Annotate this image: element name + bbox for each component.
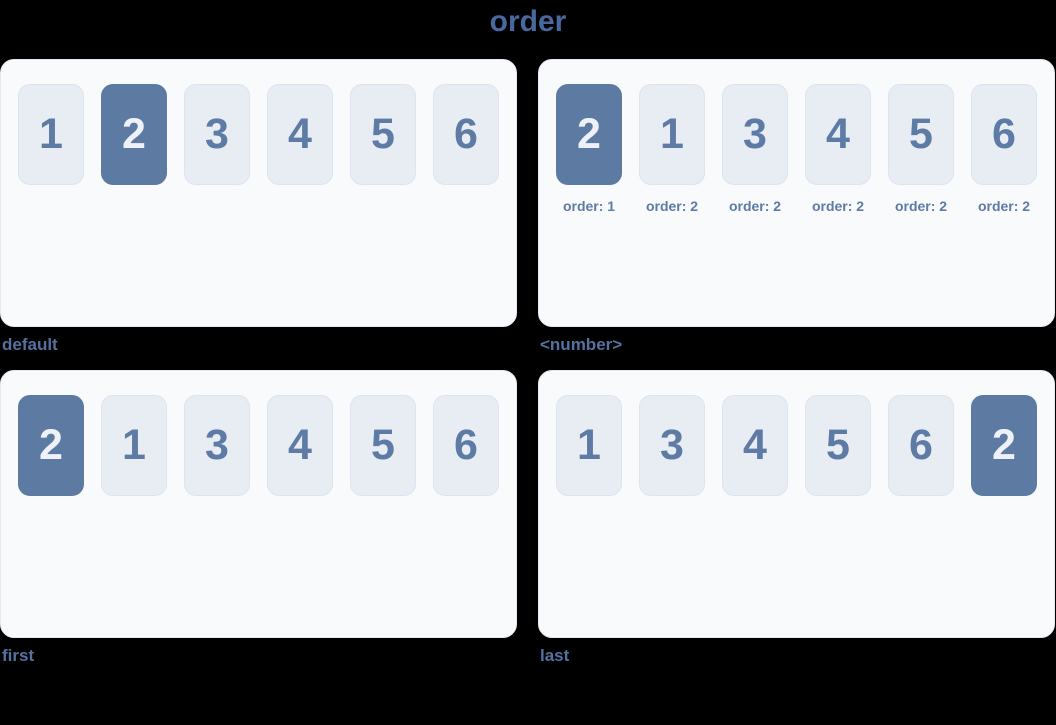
flex-item: 1	[639, 84, 705, 185]
order-value-label: order: 2	[728, 198, 782, 214]
example-label-first: first	[2, 646, 35, 665]
flex-container-last: 1 3 4 5 6 2	[538, 370, 1055, 638]
flex-item: 6	[888, 395, 954, 496]
flex-item-highlighted: 2	[971, 395, 1037, 496]
flex-item: 5	[805, 395, 871, 496]
examples-grid: 1 2 3 4 5 6 default 2 order: 1 1 order: …	[0, 59, 1056, 666]
order-value-label: order: 1	[562, 198, 616, 214]
flex-item-highlighted: 2	[556, 84, 622, 185]
flex-item: 5	[888, 84, 954, 185]
flex-item: 6	[433, 395, 499, 496]
flex-item-group: 6 order: 2	[971, 84, 1037, 214]
page-title: order	[489, 5, 567, 38]
example-default: 1 2 3 4 5 6 default	[0, 59, 517, 355]
flex-item: 6	[433, 84, 499, 185]
order-value-label: order: 2	[645, 198, 699, 214]
flex-item: 5	[350, 84, 416, 185]
example-last: 1 3 4 5 6 2 last	[538, 370, 1055, 666]
flex-container-default: 1 2 3 4 5 6	[0, 59, 517, 327]
flex-item: 3	[722, 84, 788, 185]
example-label-number: <number>	[540, 335, 623, 354]
flex-item: 3	[184, 84, 250, 185]
flex-container-number: 2 order: 1 1 order: 2 3 order: 2 4 order…	[538, 59, 1055, 327]
flex-item: 3	[184, 395, 250, 496]
flex-item-group: 3 order: 2	[722, 84, 788, 214]
flex-item-group: 1 order: 2	[639, 84, 705, 214]
order-value-label: order: 2	[811, 198, 865, 214]
flex-item: 5	[350, 395, 416, 496]
flex-item: 4	[805, 84, 871, 185]
flex-item: 1	[101, 395, 167, 496]
flex-item-group: 4 order: 2	[805, 84, 871, 214]
flex-item: 1	[556, 395, 622, 496]
flex-item-highlighted: 2	[18, 395, 84, 496]
example-number: 2 order: 1 1 order: 2 3 order: 2 4 order…	[538, 59, 1055, 355]
example-label-default: default	[2, 335, 58, 354]
flex-item: 4	[267, 84, 333, 185]
order-value-label: order: 2	[977, 198, 1031, 214]
flex-item: 3	[639, 395, 705, 496]
flex-item: 4	[267, 395, 333, 496]
flex-item-highlighted: 2	[101, 84, 167, 185]
flex-item: 6	[971, 84, 1037, 185]
example-label-last: last	[540, 646, 570, 665]
flex-item: 1	[18, 84, 84, 185]
flex-item-group: 2 order: 1	[556, 84, 622, 214]
flex-item: 4	[722, 395, 788, 496]
example-first: 2 1 3 4 5 6 first	[0, 370, 517, 666]
flex-container-first: 2 1 3 4 5 6	[0, 370, 517, 638]
order-value-label: order: 2	[894, 198, 948, 214]
flex-item-group: 5 order: 2	[888, 84, 954, 214]
